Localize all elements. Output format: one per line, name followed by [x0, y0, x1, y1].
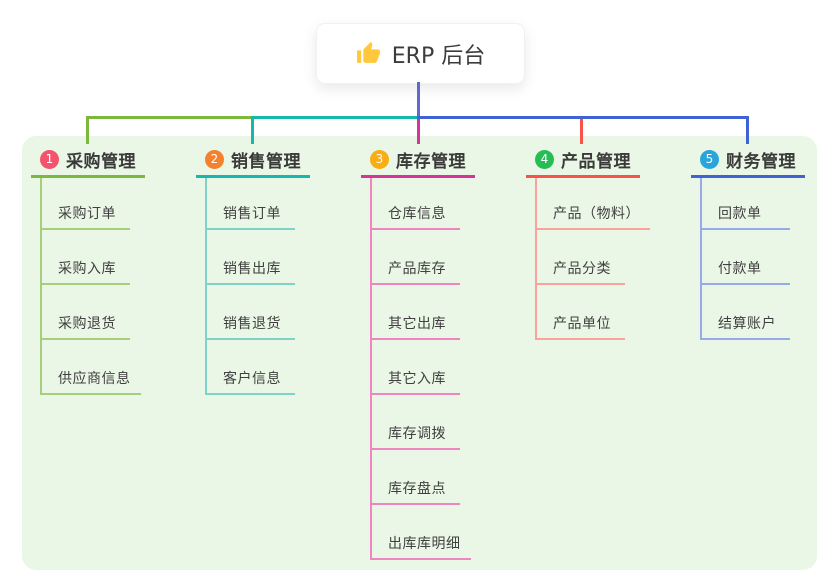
branch-header-procurement[interactable]: 1 采购管理	[31, 146, 145, 178]
node-customer-info[interactable]: 客户信息	[207, 340, 295, 395]
branch-header-finance[interactable]: 5 财务管理	[691, 146, 805, 178]
root-title: ERP 后台	[391, 43, 486, 69]
thumbs-up-icon	[356, 42, 380, 63]
branch-inventory: 3 库存管理 仓库信息 产品库存 其它出库 其它入库 库存调拨 库存盘点 出库库…	[361, 146, 475, 560]
node-outbound-detail[interactable]: 出库库明细	[372, 505, 471, 560]
node-product-stock[interactable]: 产品库存	[372, 230, 460, 285]
branch-children: 回款单 付款单 结算账户	[700, 178, 805, 340]
branch-badge-1: 1	[40, 149, 59, 169]
branch-header-sales[interactable]: 2 销售管理	[196, 146, 310, 178]
branch-product: 4 产品管理 产品（物料） 产品分类 产品单位	[526, 146, 650, 340]
node-product-unit[interactable]: 产品单位	[537, 285, 625, 340]
node-settlement-account[interactable]: 结算账户	[702, 285, 790, 340]
node-purchase-return[interactable]: 采购退货	[42, 285, 130, 340]
branch-children: 产品（物料） 产品分类 产品单位	[535, 178, 650, 340]
branch-header-product[interactable]: 4 产品管理	[526, 146, 640, 178]
branch-title: 采购管理	[66, 151, 136, 172]
branch-title: 库存管理	[396, 151, 466, 172]
mindmap-panel	[22, 136, 817, 570]
node-supplier-info[interactable]: 供应商信息	[42, 340, 141, 395]
root-connector-line	[417, 82, 420, 119]
branch-badge-5: 5	[700, 149, 719, 169]
root-node-erp-backend[interactable]: ERP 后台	[316, 23, 525, 84]
branch-badge-2: 2	[205, 149, 224, 169]
branch-children: 销售订单 销售出库 销售退货 客户信息	[205, 178, 310, 395]
branch-title: 产品管理	[561, 151, 631, 172]
node-sales-return[interactable]: 销售退货	[207, 285, 295, 340]
branch-procurement: 1 采购管理 采购订单 采购入库 采购退货 供应商信息	[31, 146, 145, 395]
node-purchase-order[interactable]: 采购订单	[42, 178, 130, 230]
node-payment-voucher[interactable]: 付款单	[702, 230, 790, 285]
branch-title: 财务管理	[726, 151, 796, 172]
connector-bus-branch-2	[251, 116, 417, 119]
branch-children: 采购订单 采购入库 采购退货 供应商信息	[40, 178, 145, 395]
connector-drop-branch-2	[251, 116, 254, 144]
node-other-inbound[interactable]: 其它入库	[372, 340, 460, 395]
node-purchase-inbound[interactable]: 采购入库	[42, 230, 130, 285]
connector-drop-branch-5	[746, 116, 749, 144]
branch-finance: 5 财务管理 回款单 付款单 结算账户	[691, 146, 805, 340]
node-stock-transfer[interactable]: 库存调拨	[372, 395, 460, 450]
connector-drop-branch-4	[580, 119, 583, 144]
branch-header-inventory[interactable]: 3 库存管理	[361, 146, 475, 178]
node-sales-outbound[interactable]: 销售出库	[207, 230, 295, 285]
connector-drop-branch-3	[417, 119, 420, 144]
node-other-outbound[interactable]: 其它出库	[372, 285, 460, 340]
node-warehouse-info[interactable]: 仓库信息	[372, 178, 460, 230]
branch-title: 销售管理	[231, 151, 301, 172]
branch-children: 仓库信息 产品库存 其它出库 其它入库 库存调拨 库存盘点 出库库明细	[370, 178, 475, 560]
node-product-material[interactable]: 产品（物料）	[537, 178, 650, 230]
connector-bus-branch-5	[417, 116, 749, 119]
node-sales-order[interactable]: 销售订单	[207, 178, 295, 230]
branch-sales: 2 销售管理 销售订单 销售出库 销售退货 客户信息	[196, 146, 310, 395]
connector-drop-branch-1	[86, 116, 89, 144]
node-product-category[interactable]: 产品分类	[537, 230, 625, 285]
branch-badge-3: 3	[370, 149, 389, 169]
node-stock-count[interactable]: 库存盘点	[372, 450, 460, 505]
node-receipt-voucher[interactable]: 回款单	[702, 178, 790, 230]
branch-badge-4: 4	[535, 149, 554, 169]
